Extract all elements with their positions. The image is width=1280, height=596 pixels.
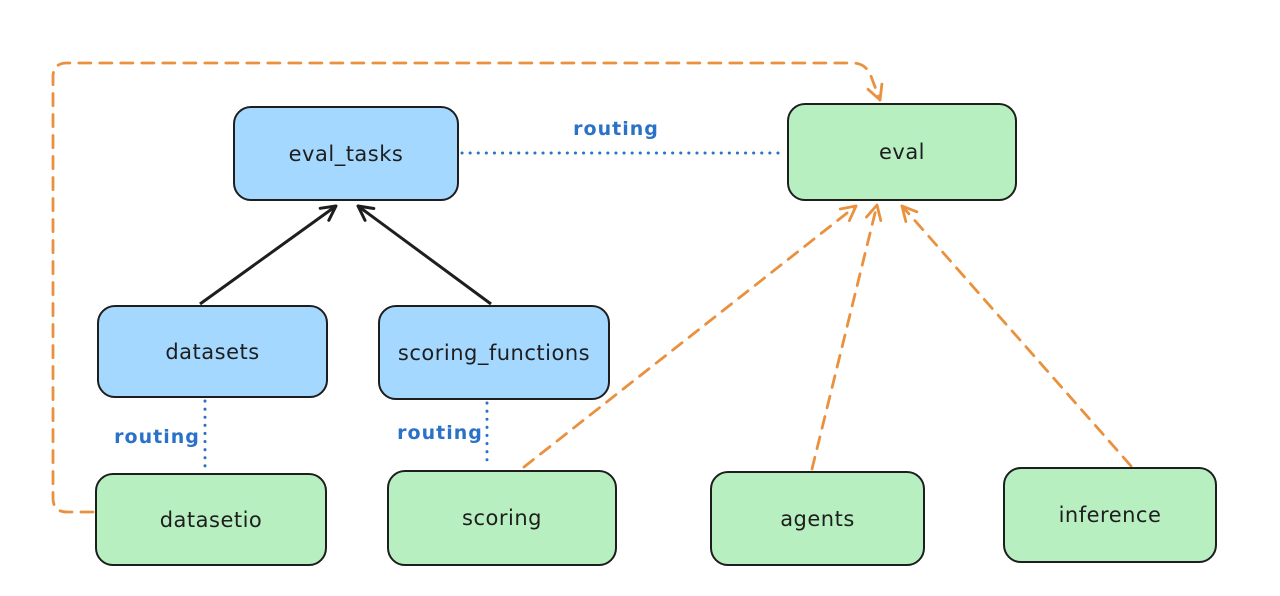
arrowhead-scoring-to-eval xyxy=(838,204,858,222)
arrowhead-agents-to-eval xyxy=(865,203,883,222)
node-eval-tasks: eval_tasks xyxy=(233,106,459,201)
node-datasets: datasets xyxy=(97,305,328,398)
node-label-agents: agents xyxy=(780,506,855,531)
node-datasetio: datasetio xyxy=(95,473,327,566)
arrowhead-datasets-to-eval_tasks xyxy=(318,204,338,222)
node-scoring-functions: scoring_functions xyxy=(378,305,610,400)
arrowhead-scoring_functions-to-eval_tasks xyxy=(356,204,376,222)
routing-label-eval-tasks-eval: routing xyxy=(573,118,659,140)
arrowhead-datasetio-to-eval xyxy=(866,82,884,102)
node-inference: inference xyxy=(1003,467,1217,563)
node-eval: eval xyxy=(787,103,1017,201)
edge-datasets-to-eval_tasks xyxy=(199,204,337,306)
node-agents: agents xyxy=(710,471,925,566)
arrowhead-inference-to-eval xyxy=(900,204,919,223)
node-label-eval-tasks: eval_tasks xyxy=(288,141,404,166)
node-label-eval: eval xyxy=(878,140,926,164)
edge-inference-to-eval xyxy=(900,204,1133,468)
node-label-inference: inference xyxy=(1058,503,1162,527)
routing-label-datasets-datasetio: routing xyxy=(114,426,200,448)
routing-label-scoring-functions-scoring: routing xyxy=(397,422,483,444)
node-label-datasetio: datasetio xyxy=(159,507,263,532)
node-label-scoring: scoring xyxy=(462,506,542,530)
edge-scoring_functions-to-eval_tasks xyxy=(357,204,492,306)
node-label-scoring-functions: scoring_functions xyxy=(397,340,591,365)
node-scoring: scoring xyxy=(387,470,617,566)
node-label-datasets: datasets xyxy=(165,339,260,364)
edge-agents-to-eval xyxy=(810,203,879,471)
